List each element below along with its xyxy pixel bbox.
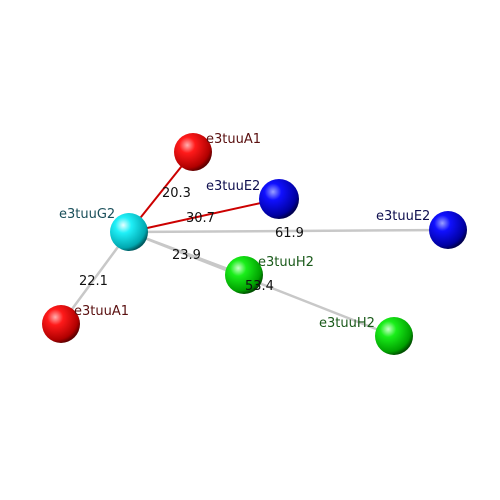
distance-label: 23.9: [172, 248, 201, 263]
atom-label: e3tuuG2: [59, 207, 115, 222]
atom-sphere-e2in[interactable]: [259, 179, 299, 219]
atom-label: e3tuuH2: [319, 316, 375, 331]
distance-label: 61.9: [275, 226, 304, 241]
atom-label: e3tuuA1: [206, 132, 261, 147]
distance-label: 20.3: [162, 186, 191, 201]
atom-sphere-g2[interactable]: [110, 213, 148, 251]
bond-g2-a1bot: [59, 231, 131, 325]
bonds-layer: [59, 151, 449, 338]
atoms-layer: [42, 133, 467, 355]
distance-label: 22.1: [79, 274, 108, 289]
atom-label: e3tuuE2: [376, 209, 430, 224]
atom-sphere-h2out[interactable]: [375, 317, 413, 355]
bond-g2-h2out: [128, 230, 395, 338]
distance-label: 53.4: [245, 279, 274, 294]
atom-sphere-e2out[interactable]: [429, 211, 467, 249]
labels-layer: 20.3 30.7 61.9 23.9 53.4 22.1 e3tuuG2 e3tuuA1 e3…: [59, 132, 430, 331]
atom-label: e3tuuE2: [206, 179, 260, 194]
bond-g2-e2in: [128, 198, 280, 233]
distance-label: 30.7: [186, 211, 215, 226]
bond-g2-e2out: [128, 228, 449, 234]
atom-label: e3tuuH2: [258, 255, 314, 270]
atom-sphere-a1bot[interactable]: [42, 305, 80, 343]
atom-sphere-a1top[interactable]: [174, 133, 212, 171]
atom-sphere-h2in[interactable]: [225, 256, 263, 294]
atom-label: e3tuuA1: [74, 304, 129, 319]
